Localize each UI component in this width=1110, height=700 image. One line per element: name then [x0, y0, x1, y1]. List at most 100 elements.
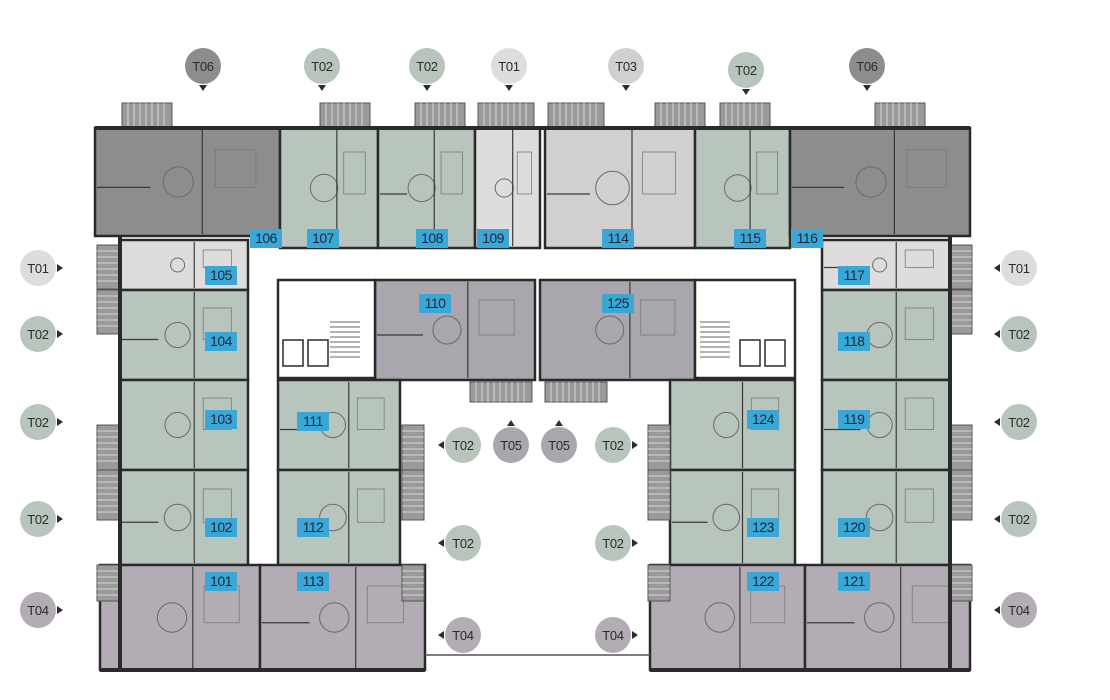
unit-number-label: 112 [297, 518, 329, 537]
unit-type-marker-t04: T04 [1001, 592, 1037, 628]
unit-type-label: T05 [548, 437, 570, 453]
balcony [96, 244, 120, 290]
bed-icon [906, 149, 947, 188]
unit-number-label: 120 [838, 518, 870, 537]
balcony [121, 102, 173, 129]
unit-type-marker-t02: T02 [1001, 501, 1037, 537]
balcony [414, 102, 466, 129]
unit-number-label: 110 [419, 294, 451, 313]
unit-type-label: T01 [1008, 260, 1030, 276]
unit-number-label: 115 [734, 229, 766, 248]
bed-icon [904, 397, 934, 430]
balcony [949, 469, 973, 521]
bed-icon [516, 151, 532, 195]
table-icon [163, 503, 192, 532]
unit-type-label: T05 [500, 437, 522, 453]
unit-type-marker-t04: T04 [445, 617, 481, 653]
table-icon [319, 602, 350, 633]
pointer-arrow-icon [57, 515, 63, 523]
apartment-112 [276, 468, 402, 567]
table-icon [712, 503, 741, 532]
unit-type-marker-t02: T02 [20, 316, 56, 352]
unit-type-marker-t05: T05 [493, 427, 529, 463]
unit-number-label: 119 [838, 410, 870, 429]
balcony [647, 424, 671, 472]
pointer-arrow-icon [863, 85, 871, 91]
unit-number-label: 105 [205, 266, 237, 285]
apartment-110 [373, 278, 537, 382]
pointer-arrow-icon [632, 631, 638, 639]
unit-number-label: 124 [747, 410, 779, 429]
pointer-arrow-icon [994, 606, 1000, 614]
table-icon [156, 602, 188, 633]
unit-type-label: T01 [498, 58, 520, 74]
unit-type-marker-t02: T02 [409, 48, 445, 84]
pointer-arrow-icon [438, 631, 444, 639]
pointer-arrow-icon [507, 420, 515, 426]
balcony [96, 424, 120, 472]
balcony [654, 102, 706, 129]
unit-type-marker-t02: T02 [595, 525, 631, 561]
unit-number-label: 102 [205, 518, 237, 537]
unit-type-marker-t01: T01 [491, 48, 527, 84]
balcony [319, 102, 371, 129]
unit-number-label: 122 [747, 572, 779, 591]
unit-type-marker-t06: T06 [185, 48, 221, 84]
pointer-arrow-icon [622, 85, 630, 91]
balcony [949, 424, 973, 472]
balcony [719, 102, 771, 129]
balcony [96, 289, 120, 335]
table-icon [319, 503, 347, 532]
unit-number-label: 118 [838, 332, 870, 351]
unit-type-label: T01 [27, 260, 49, 276]
pointer-arrow-icon [555, 420, 563, 426]
lift-right-2 [764, 339, 786, 367]
pointer-arrow-icon [199, 85, 207, 91]
unit-type-marker-t03: T03 [608, 48, 644, 84]
balcony [401, 424, 425, 472]
table-icon [309, 173, 339, 203]
table-icon [164, 321, 191, 349]
unit-type-marker-t06: T06 [849, 48, 885, 84]
apartment-109 [473, 126, 542, 250]
unit-number-label: 104 [205, 332, 237, 351]
unit-type-marker-t02: T02 [20, 501, 56, 537]
table-icon [855, 166, 887, 198]
unit-number-label: 109 [477, 229, 509, 248]
unit-type-label: T02 [27, 511, 49, 527]
pointer-arrow-icon [438, 539, 444, 547]
table-icon [713, 411, 740, 439]
bed-icon [478, 299, 515, 336]
unit-type-label: T02 [602, 535, 624, 551]
unit-number-label: 121 [838, 572, 870, 591]
unit-number-label: 108 [416, 229, 448, 248]
lift-left-2 [307, 339, 329, 367]
table-icon [432, 315, 462, 345]
unit-type-marker-t01: T01 [20, 250, 56, 286]
unit-type-marker-t02: T02 [1001, 404, 1037, 440]
balcony [949, 244, 973, 290]
apartment-121 [803, 563, 972, 672]
bed-icon [366, 585, 404, 624]
table-icon [162, 166, 194, 198]
pointer-arrow-icon [423, 85, 431, 91]
table-icon [595, 315, 625, 345]
pointer-arrow-icon [57, 418, 63, 426]
apartment-106 [93, 126, 282, 238]
unit-number-label: 114 [602, 229, 634, 248]
unit-number-label: 123 [747, 518, 779, 537]
lift-left-1 [282, 339, 304, 367]
bed-icon [904, 249, 934, 268]
unit-type-label: T04 [452, 627, 474, 643]
pointer-arrow-icon [57, 264, 63, 272]
pointer-arrow-icon [57, 330, 63, 338]
unit-type-label: T02 [452, 437, 474, 453]
unit-type-label: T03 [615, 58, 637, 74]
balcony [544, 381, 608, 403]
pointer-arrow-icon [994, 418, 1000, 426]
table-icon [407, 173, 436, 203]
unit-number-label: 111 [297, 412, 329, 431]
unit-type-label: T04 [27, 602, 49, 618]
unit-type-label: T02 [1008, 414, 1030, 430]
